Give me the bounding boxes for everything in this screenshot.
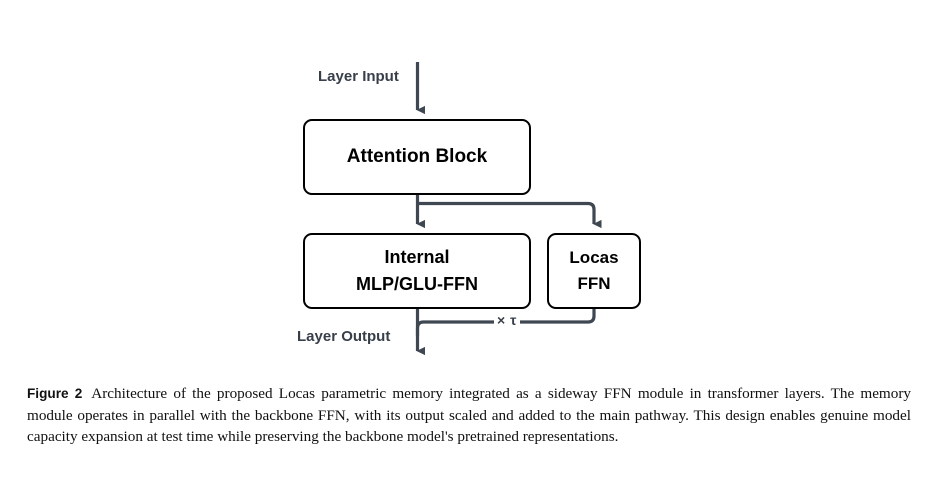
- node-internal-ffn-line2: MLP/GLU-FFN: [356, 274, 478, 294]
- node-attention-block[interactable]: Attention Block: [303, 119, 531, 195]
- node-locas-ffn-line1: Locas: [569, 247, 619, 267]
- figure-caption-label: Figure 2: [27, 386, 83, 401]
- node-attention-block-label: Attention Block: [346, 145, 488, 167]
- label-layer-output: Layer Output: [297, 328, 391, 345]
- node-locas-ffn[interactable]: Locas FFN: [547, 233, 641, 309]
- edge-attention-to-locas: [417, 201, 602, 229]
- node-locas-ffn-line2: FFN: [577, 274, 611, 293]
- label-scale-tau: × τ: [494, 312, 520, 328]
- architecture-diagram: Attention Block Internal MLP/GLU-FFN Loc…: [297, 62, 641, 356]
- node-internal-ffn-line1: Internal: [384, 246, 450, 267]
- label-layer-input: Layer Input: [318, 68, 399, 85]
- node-internal-ffn[interactable]: Internal MLP/GLU-FFN: [303, 233, 531, 309]
- figure-caption-text: Architecture of the proposed Locas param…: [27, 385, 911, 446]
